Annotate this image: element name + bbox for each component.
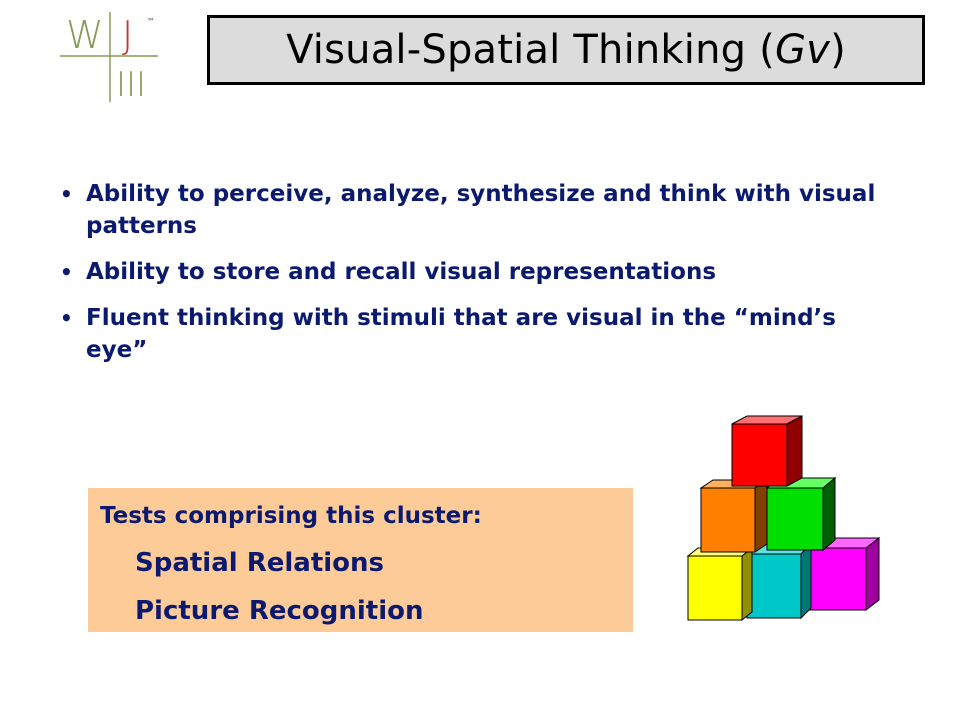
- list-item: Fluent thinking with stimuli that are vi…: [60, 302, 880, 366]
- tests-heading: Tests comprising this cluster:: [100, 503, 482, 529]
- test-spatial-relations: Spatial Relations: [135, 548, 385, 578]
- logo-trademark: ™: [147, 17, 155, 26]
- magenta-block: [808, 536, 881, 612]
- yellow-block: [686, 546, 754, 622]
- list-item: Ability to store and recall visual repre…: [60, 256, 880, 288]
- wj-logo-graphic: W J ™ III: [60, 12, 158, 105]
- title-main: Visual-Spatial Thinking (: [286, 27, 775, 73]
- green-block: [765, 476, 837, 552]
- ability-list: Ability to perceive, analyze, synthesize…: [60, 178, 880, 380]
- stacked-blocks-illustration: [683, 410, 883, 625]
- title-box: Visual-Spatial Thinking (Gv): [207, 15, 925, 85]
- test-picture-recognition: Picture Recognition: [135, 596, 424, 626]
- red-block: [731, 415, 803, 487]
- page-title: Visual-Spatial Thinking (Gv): [286, 27, 846, 73]
- list-item: Ability to perceive, analyze, synthesize…: [60, 178, 880, 242]
- cyan-block: [745, 542, 813, 620]
- logo-letter-j: J: [122, 13, 133, 57]
- logo-numeral: III: [116, 65, 146, 105]
- title-close: ): [830, 27, 846, 73]
- title-abbrev: Gv: [774, 27, 831, 73]
- blocks-icon: [686, 415, 881, 622]
- logo-letter-w: W: [66, 13, 104, 57]
- tests-panel: Tests comprising this cluster: Spatial R…: [88, 488, 633, 632]
- wj-logo: W J ™ III: [58, 10, 168, 105]
- orange-block: [699, 479, 769, 553]
